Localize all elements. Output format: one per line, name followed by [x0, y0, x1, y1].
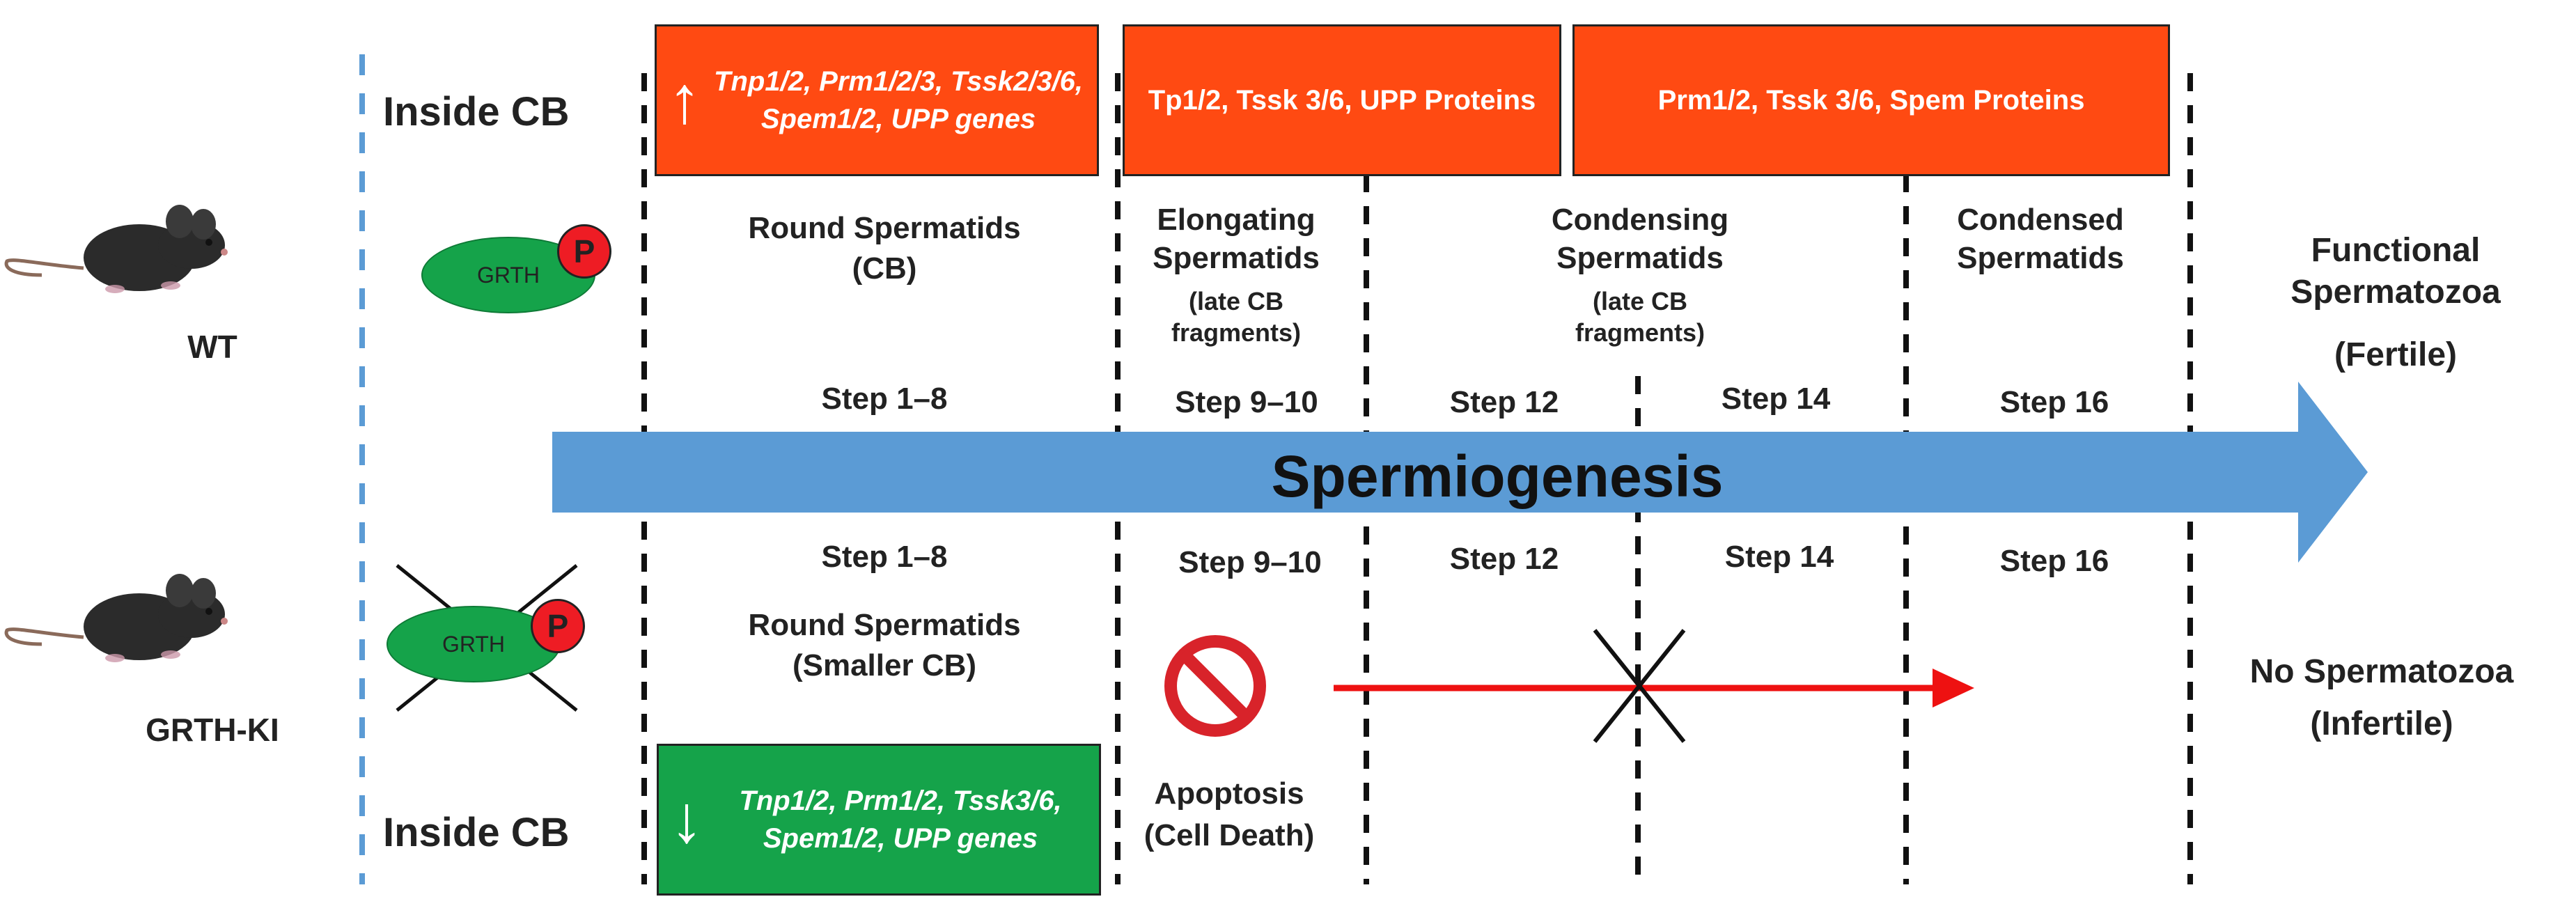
ki-apoptosis-sub: (Cell Death) [1143, 818, 1315, 852]
wt-inside-cb-label: Inside CB [383, 89, 570, 134]
spermiogenesis-arrow [552, 382, 2368, 563]
wt-phospho-badge: P [557, 224, 611, 279]
prohibited-icon [1164, 635, 1266, 737]
ki-step-label: Step 14 [1724, 540, 1834, 574]
wt-step-label: Step 12 [1449, 385, 1559, 419]
ki-outcome-sub: (Infertile) [2310, 705, 2453, 742]
wt-step-label: Step 9–10 [1175, 385, 1318, 419]
wt-stage2-title: Elongating Spermatids [1153, 203, 1320, 275]
cross-mark-icon [1593, 629, 1686, 743]
ki-outcome-title: No Spermatozoa [2249, 653, 2514, 690]
wt-genotype-label: WT [187, 329, 237, 365]
mouse-icon [4, 574, 228, 662]
wt-step-label: Step 16 [1999, 385, 2109, 419]
blocked-arrow-head [1933, 669, 1974, 708]
wt-stage3-title: Condensing Spermatids [1551, 203, 1729, 275]
ki-inside-cb-label: Inside CB [383, 810, 570, 855]
ki-gene-box-text: Tnp1/2, Prm1/2, Tssk3/6, Spem1/2, UPP ge… [739, 786, 1062, 854]
mouse-icon [4, 205, 228, 293]
wt-protein-box-1: Tp1/2, Tssk 3/6, UPP Proteins [1123, 24, 1561, 176]
wt-protein-box-2-text: Prm1/2, Tssk 3/6, Spem Proteins [1657, 85, 2085, 116]
wt-stage1-title: Round Spermatids [748, 211, 1021, 245]
ki-step-label: Step 1–8 [821, 540, 948, 574]
wt-stage2-note: (late CB fragments) [1171, 287, 1302, 347]
ki-step-label: Step 16 [1999, 544, 2109, 578]
wt-outcome-sub: (Fertile) [2334, 336, 2457, 373]
ki-phospho-badge: P [531, 599, 585, 653]
ki-step-label: Step 9–10 [1178, 545, 1322, 579]
wt-step-label: Step 1–8 [821, 382, 948, 416]
up-arrow-icon: ↑ [668, 63, 701, 137]
wt-gene-box: ↑ Tnp1/2, Prm1/2/3, Tssk2/3/6, Spem1/2, … [655, 24, 1099, 176]
wt-protein-box-2: Prm1/2, Tssk 3/6, Spem Proteins [1572, 24, 2170, 176]
ki-apoptosis-label: Apoptosis [1154, 776, 1304, 811]
wt-gene-box-text: Tnp1/2, Prm1/2/3, Tssk2/3/6, Spem1/2, UP… [714, 66, 1083, 134]
ki-stage1-title: Round Spermatids [748, 608, 1021, 642]
wt-stage1-sub: (CB) [852, 251, 917, 286]
ki-genotype-label: GRTH-KI [146, 712, 279, 748]
ki-step-label: Step 12 [1449, 542, 1559, 576]
down-arrow-icon: ↓ [670, 782, 703, 857]
wt-stage4-title: Condensed Spermatids [1957, 203, 2124, 275]
wt-outcome-title: Functional Spermatozoa [2290, 232, 2501, 311]
ki-stage1-sub: (Smaller CB) [792, 648, 977, 682]
ki-gene-box: ↓ Tnp1/2, Prm1/2, Tssk3/6, Spem1/2, UPP … [657, 744, 1101, 896]
wt-stage3-note: (late CB fragments) [1575, 287, 1705, 347]
wt-protein-box-1-text: Tp1/2, Tssk 3/6, UPP Proteins [1148, 85, 1536, 116]
process-label: Spermiogenesis [1271, 444, 1724, 509]
wt-step-label: Step 14 [1721, 382, 1831, 416]
